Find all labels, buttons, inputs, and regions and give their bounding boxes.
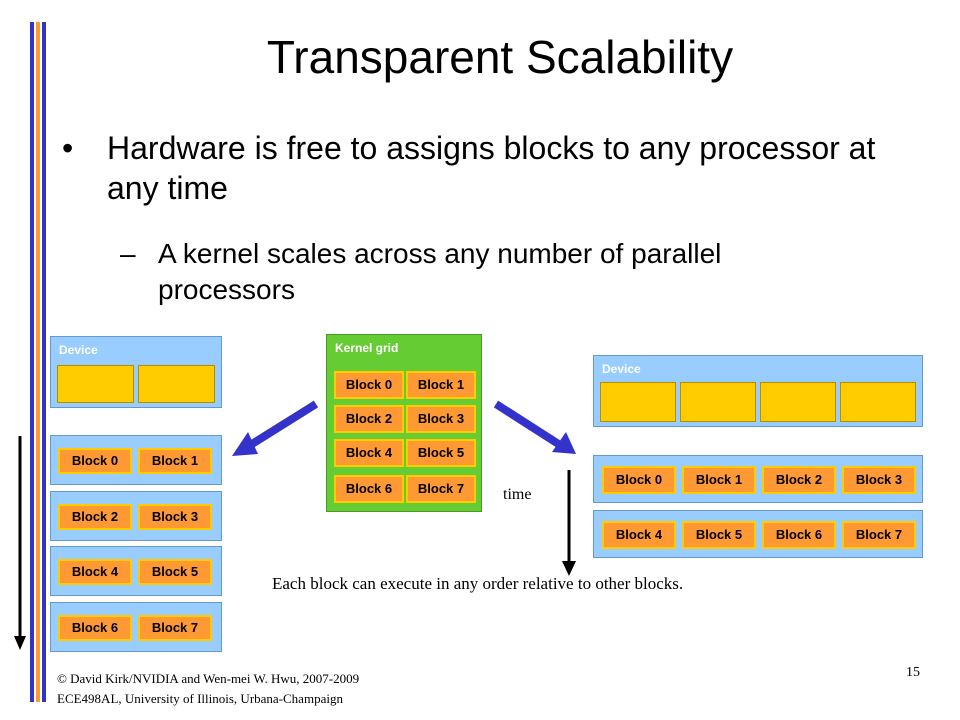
left-block-3: Block 3 xyxy=(138,504,212,530)
footer-line-1: © David Kirk/NVIDIA and Wen-mei W. Hwu, … xyxy=(57,671,360,686)
left-device-panel: Device xyxy=(50,336,222,408)
right-device-label: Device xyxy=(602,362,641,376)
right-row-1: Block 4 Block 5 Block 6 Block 7 xyxy=(593,510,923,558)
arrow-head-right xyxy=(552,432,576,454)
grid-block-4: Block 4 xyxy=(334,439,404,467)
right-block-7: Block 7 xyxy=(842,521,916,549)
left-row-3: Block 6 Block 7 xyxy=(50,602,222,652)
page-number: 15 xyxy=(906,665,920,680)
left-block-0: Block 0 xyxy=(58,448,132,474)
grid-block-7: Block 7 xyxy=(406,475,476,503)
diagram-caption: Each block can execute in any order rela… xyxy=(272,574,684,593)
right-block-5: Block 5 xyxy=(682,521,756,549)
left-block-6: Block 6 xyxy=(58,615,132,641)
left-time-arrow-head xyxy=(14,636,26,650)
grid-block-6: Block 6 xyxy=(334,475,404,503)
bullet-marker: • xyxy=(62,130,74,166)
kernel-grid-label: Kernel grid xyxy=(335,341,399,355)
accent-bar-blue-left xyxy=(30,22,34,702)
left-block-5: Block 5 xyxy=(138,559,212,585)
right-processor-slot-2 xyxy=(760,382,836,422)
left-block-2: Block 2 xyxy=(58,504,132,530)
right-device-panel: Device xyxy=(593,355,923,427)
left-processor-slot-1 xyxy=(138,365,215,403)
grid-block-2: Block 2 xyxy=(334,405,404,433)
left-row-2: Block 4 Block 5 xyxy=(50,546,222,596)
left-block-1: Block 1 xyxy=(138,448,212,474)
accent-bar-orange xyxy=(36,22,40,702)
kernel-grid: Kernel grid Block 0 Block 1 Block 2 Bloc… xyxy=(326,334,482,512)
right-block-2: Block 2 xyxy=(762,466,836,494)
grid-block-0: Block 0 xyxy=(334,371,404,399)
bullet-main: Hardware is free to assigns blocks to an… xyxy=(107,130,876,206)
left-device-label: Device xyxy=(59,343,98,357)
left-row-1: Block 2 Block 3 xyxy=(50,491,222,541)
grid-block-3: Block 3 xyxy=(406,405,476,433)
right-block-0: Block 0 xyxy=(602,466,676,494)
time-label: time xyxy=(503,486,532,503)
right-processor-slot-0 xyxy=(600,382,676,422)
bullet-sub: A kernel scales across any number of par… xyxy=(158,238,722,305)
right-block-4: Block 4 xyxy=(602,521,676,549)
arrow-to-left-device xyxy=(241,400,319,453)
right-row-0: Block 0 Block 1 Block 2 Block 3 xyxy=(593,455,923,503)
right-processor-slot-1 xyxy=(680,382,756,422)
accent-bar-blue-right xyxy=(42,22,46,702)
arrow-head-left xyxy=(232,432,258,456)
left-processor-slot-0 xyxy=(57,365,134,403)
grid-block-1: Block 1 xyxy=(406,371,476,399)
sub-bullet-marker: – xyxy=(120,238,136,269)
right-processor-slot-3 xyxy=(840,382,916,422)
left-block-4: Block 4 xyxy=(58,559,132,585)
slide-title: Transparent Scalability xyxy=(266,31,734,83)
grid-block-5: Block 5 xyxy=(406,439,476,467)
footer-line-2: ECE498AL, University of Illinois, Urbana… xyxy=(57,691,343,706)
arrow-to-right-device xyxy=(493,400,563,449)
left-row-0: Block 0 Block 1 xyxy=(50,435,222,485)
right-block-1: Block 1 xyxy=(682,466,756,494)
right-block-6: Block 6 xyxy=(762,521,836,549)
right-block-3: Block 3 xyxy=(842,466,916,494)
middle-time-arrow-head xyxy=(562,561,576,576)
left-block-7: Block 7 xyxy=(138,615,212,641)
